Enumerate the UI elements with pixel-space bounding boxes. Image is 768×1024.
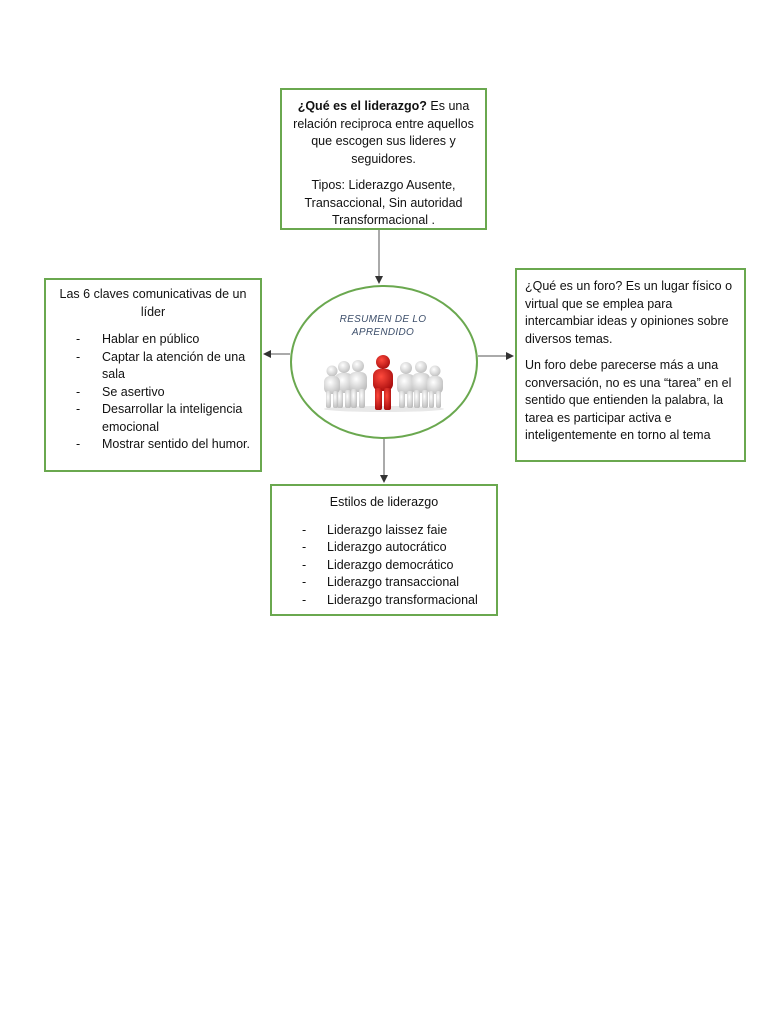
forum-definition-box: ¿Qué es un foro? Es un lugar físico o vi… <box>515 268 746 462</box>
forum-definition: ¿Qué es un foro? Es un lugar físico o vi… <box>525 278 736 348</box>
bullet-dash: - <box>76 436 80 454</box>
team-figure <box>427 366 443 409</box>
leadership-question: ¿Qué es el liderazgo? <box>298 99 427 113</box>
list-item-text: Liderazgo democrático <box>327 558 453 572</box>
list-item: - Desarrollar la inteligencia emocional <box>56 401 250 436</box>
bullet-dash: - <box>302 574 306 592</box>
list-item: - Captar la atención de una sala <box>56 349 250 384</box>
communication-keys-title: Las 6 claves comunicativas de un líder <box>56 286 250 321</box>
list-item-text: Mostrar sentido del humor. <box>102 437 250 451</box>
list-item-text: Liderazgo transformacional <box>327 593 478 607</box>
center-title: RESUMEN DE LO APRENDIDO <box>320 313 446 339</box>
list-item-text: Se asertivo <box>102 385 165 399</box>
bullet-dash: - <box>302 557 306 575</box>
list-item: - Mostrar sentido del humor. <box>56 436 250 454</box>
list-item-text: Liderazgo laissez faie <box>327 523 447 537</box>
leadership-definition: ¿Qué es el liderazgo? Es una relación re… <box>292 98 475 168</box>
list-item-text: Desarrollar la inteligencia emocional <box>102 402 242 434</box>
bullet-dash: - <box>302 522 306 540</box>
bullet-dash: - <box>76 384 80 402</box>
bullet-dash: - <box>76 349 80 367</box>
leadership-styles-list: - Liderazgo laissez faie - Liderazgo autoc… <box>282 522 486 610</box>
leadership-types: Tipos: Liderazgo Ausente, Transaccional,… <box>292 177 475 230</box>
list-item: - Hablar en público <box>56 331 250 349</box>
list-item-text: Captar la atención de una sala <box>102 350 245 382</box>
list-item: - Liderazgo laissez faie <box>282 522 486 540</box>
team-figure <box>349 360 367 408</box>
list-item: - Liderazgo democrático <box>282 557 486 575</box>
communication-keys-box: Las 6 claves comunicativas de un líder -… <box>44 278 262 472</box>
list-item-text: Liderazgo autocrático <box>327 540 447 554</box>
list-item: - Se asertivo <box>56 384 250 402</box>
leader-figure <box>373 355 393 410</box>
list-item: - Liderazgo autocrático <box>282 539 486 557</box>
bullet-dash: - <box>302 592 306 610</box>
list-item-text: Hablar en público <box>102 332 199 346</box>
forum-description: Un foro debe parecerse más a una convers… <box>525 357 736 445</box>
bullet-dash: - <box>76 331 80 349</box>
bullet-dash: - <box>76 401 80 419</box>
communication-keys-list: - Hablar en público - Captar la atención d… <box>56 331 250 454</box>
list-item: - Liderazgo transaccional <box>282 574 486 592</box>
team-figure <box>324 366 340 409</box>
leadership-definition-box: ¿Qué es el liderazgo? Es una relación re… <box>280 88 487 230</box>
leadership-styles-title: Estilos de liderazgo <box>282 494 486 512</box>
list-item-text: Liderazgo transaccional <box>327 575 459 589</box>
leadership-styles-box: Estilos de liderazgo - Liderazgo laissez … <box>270 484 498 616</box>
team-leader-figures-image <box>322 354 446 412</box>
bullet-dash: - <box>302 539 306 557</box>
list-item: - Liderazgo transformacional <box>282 592 486 610</box>
